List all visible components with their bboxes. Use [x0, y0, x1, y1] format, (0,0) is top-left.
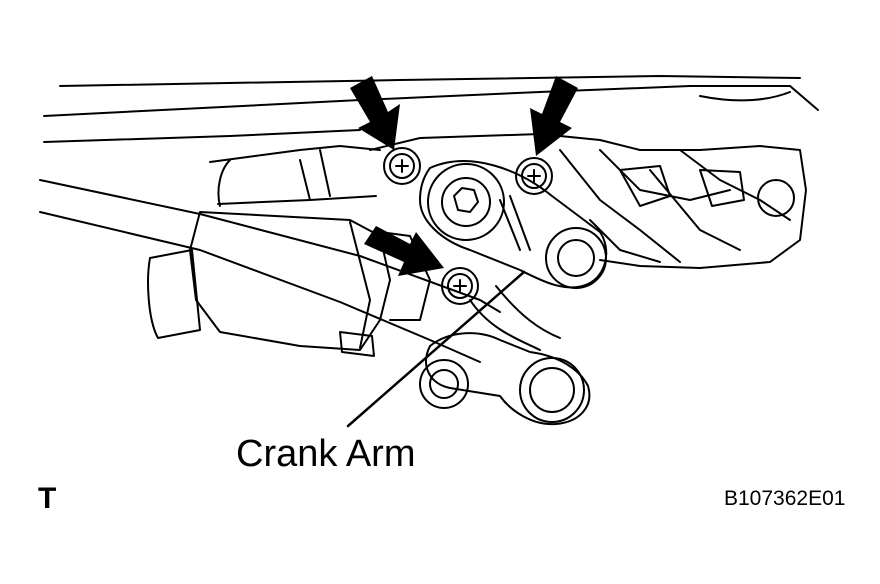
- link-rod-bottom: [39, 211, 481, 363]
- bracket-rib-3: [649, 169, 741, 251]
- stay-detail-2: [319, 149, 331, 197]
- bracket-cutout: [619, 165, 671, 207]
- cowl-top-line: [59, 75, 801, 87]
- stay-arm-end: [217, 159, 231, 207]
- crank-hub-outer: [427, 163, 505, 241]
- lower-link: [425, 332, 591, 426]
- lower-pivot-inner: [529, 367, 575, 413]
- motor-housing: [189, 211, 391, 351]
- bracket-cutout-2: [699, 169, 745, 207]
- arrow-bolt-upper-left-icon: [350, 76, 400, 150]
- motor-flange: [379, 231, 431, 321]
- cowl-slot-mark: [699, 91, 791, 102]
- arrow-bolt-upper-right-icon: [530, 76, 578, 156]
- crank-pivot-outer: [545, 227, 607, 289]
- bolt-lower: [441, 267, 479, 305]
- bolt-upper-left: [383, 147, 421, 185]
- bracket-rib-2: [599, 149, 731, 201]
- bolt-upper-right: [515, 157, 553, 195]
- crank-arm-ridge: [499, 199, 521, 251]
- bracket-rib-1: [559, 149, 681, 263]
- cowl-upper-edge: [43, 85, 819, 117]
- crank-arm-ridge-2: [509, 195, 531, 251]
- bracket-rib-5: [589, 219, 661, 263]
- crank-arm-label: Crank Arm: [236, 433, 416, 475]
- arrow-bolt-lower-icon: [364, 226, 444, 276]
- stay-detail: [299, 159, 311, 201]
- lower-pivot-outer: [519, 357, 585, 423]
- view-marker: T: [38, 482, 57, 515]
- link-curve: [469, 299, 541, 351]
- stay-arm-lower: [217, 195, 377, 205]
- crank-pivot-inner: [557, 239, 595, 277]
- link-curve-2: [495, 285, 561, 339]
- crank-hub-inner: [441, 177, 491, 227]
- motor-end-cap: [147, 249, 201, 339]
- stay-arm-upper: [209, 145, 381, 163]
- motor-band: [349, 221, 371, 349]
- bracket-hole: [757, 179, 795, 217]
- link-rod-top: [39, 179, 501, 313]
- bracket-rib-4: [679, 149, 791, 221]
- left-pivot-inner: [429, 369, 459, 399]
- left-pivot-outer: [419, 359, 469, 409]
- figure-code: B107362E01: [724, 487, 846, 510]
- crank-arm-outline: [419, 160, 608, 289]
- motor-connector: [339, 331, 375, 357]
- crank-nut: [453, 187, 479, 213]
- callout-leader: [346, 270, 526, 428]
- cowl-lower-edge: [43, 129, 361, 143]
